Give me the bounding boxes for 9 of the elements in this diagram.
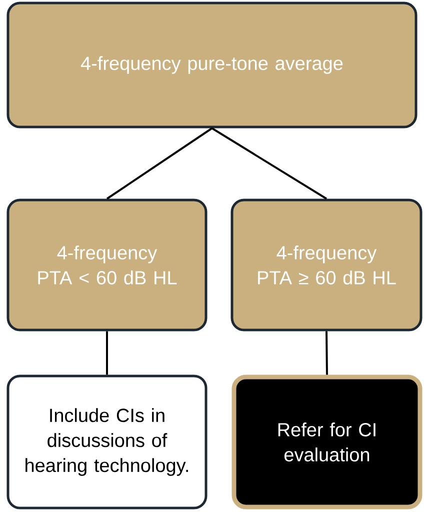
- outcome-box: Include CIs in discussions of hearing technology.: [6, 374, 208, 510]
- connector-line: [106, 127, 213, 200]
- condition-box: 4-frequency PTA ≥ 60 dB HL: [230, 198, 422, 332]
- heading-box: 4-frequency pure-tone average: [6, 2, 418, 128]
- condition-box: 4-frequency PTA < 60 dB HL: [6, 198, 208, 332]
- outcome-box: Refer for CI evaluation: [232, 374, 422, 510]
- connector-line: [326, 331, 328, 375]
- connector-line: [211, 127, 328, 200]
- connector-line: [106, 331, 108, 375]
